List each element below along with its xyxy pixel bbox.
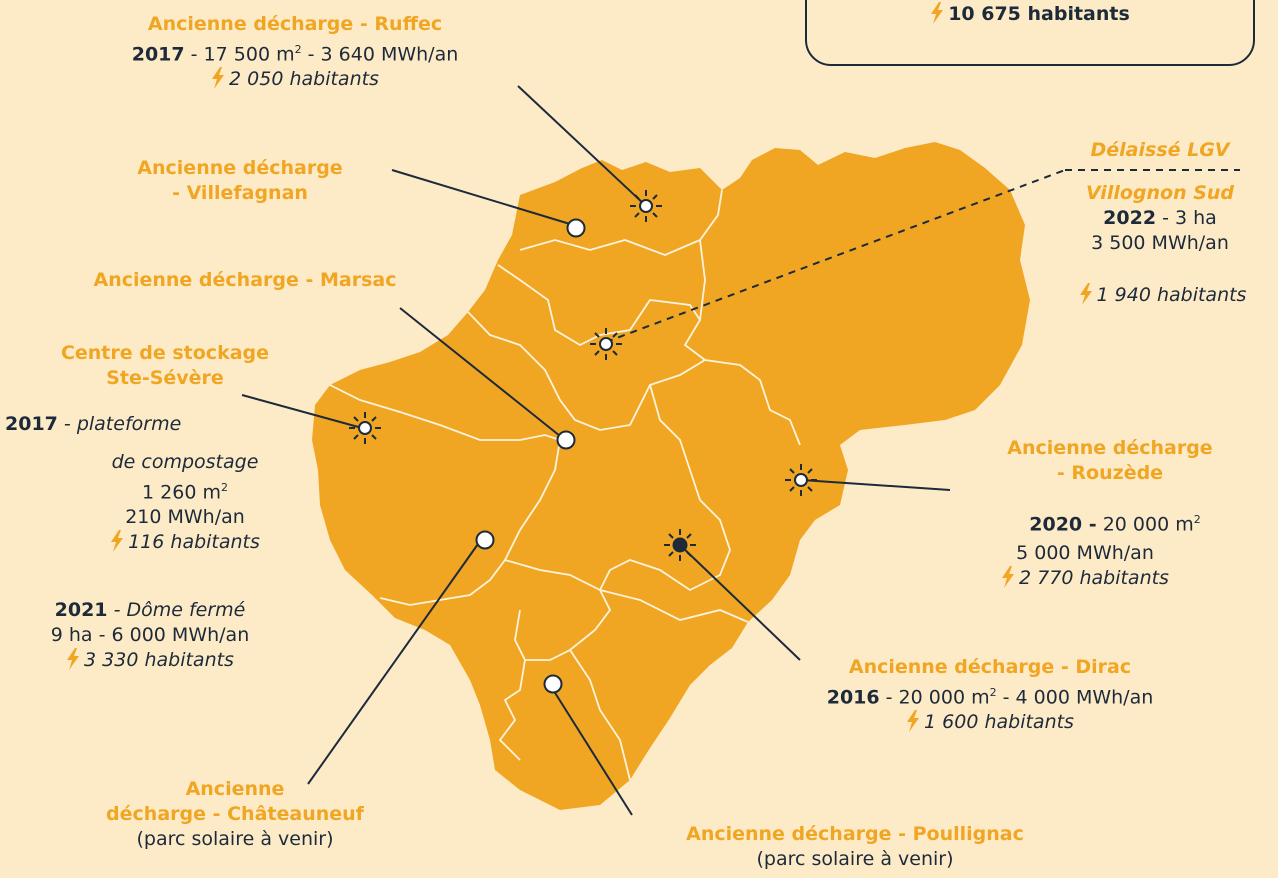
ruffec-habitants: 2 050 habitants (70, 67, 520, 92)
site-villefagnan: Ancienne décharge - Villefagnan (95, 156, 385, 206)
ruffec-energy: - 3 640 MWh/an (301, 43, 459, 66)
rouzede-sun-icon[interactable] (785, 464, 817, 496)
lgv-habitants: 1 940 habitants (1050, 283, 1275, 308)
rouzede-year: 2020 - (1029, 513, 1097, 536)
site-rouzede-details: 2020 - 20 000 m2 (985, 507, 1245, 537)
dirac-habitants: 1 600 habitants (760, 710, 1220, 735)
site-rouzede-title: Ancienne décharge - Rouzède (975, 436, 1245, 486)
chateauneuf-note: (parc solaire à venir) (136, 828, 334, 850)
dirac-area: - 20 000 m (879, 686, 990, 709)
lightning-icon (1079, 283, 1092, 305)
site-lgv-details: Villognon Sud 2022 - 3 ha 3 500 MWh/an (1055, 181, 1265, 256)
site-poullignac: Ancienne décharge - Poullignac (parc sol… (620, 822, 1090, 872)
chateauneuf-marker[interactable] (475, 530, 495, 550)
ste-severe-title-1: Centre de stockage (60, 342, 270, 364)
poullignac-title: Ancienne décharge - Poullignac (686, 823, 1024, 845)
ste-severe-area: 1 260 m2 (50, 475, 320, 505)
site-rouzede-details-b: 5 000 MWh/an 2 770 habitants (960, 541, 1210, 591)
site-ste-severe-title: Centre de stockage Ste-Sévère (20, 341, 310, 391)
site-chateauneuf: Ancienne décharge - Châteauneuf (parc so… (50, 777, 420, 852)
rouzede-energy: 5 000 MWh/an (1016, 542, 1154, 564)
rouzede-title-1: Ancienne décharge (1007, 437, 1213, 459)
lgv-area: - 3 ha (1156, 207, 1217, 229)
lightning-icon (907, 710, 920, 733)
site-lgv: Délaissé LGV (1060, 138, 1260, 163)
ruffec-habitants-text: 2 050 habitants (229, 68, 379, 91)
ste-severe-sun-icon[interactable] (349, 412, 381, 444)
rouzede-sup: 2 (1193, 513, 1201, 526)
ste-severe-energy: 210 MWh/an (125, 506, 245, 529)
ste-severe-desc-1a: - plateforme (57, 413, 182, 435)
ste-severe-sup: 2 (220, 481, 228, 494)
summary-value: 10 675 habitants (807, 2, 1253, 25)
site-lgv-habitants: 1 940 habitants (1050, 283, 1275, 308)
lgv-line-year: 2022 - 3 ha (1055, 206, 1265, 231)
ste-severe-line-1: 2017 - plateforme (5, 412, 275, 437)
ste-severe-area-text: 1 260 m (142, 481, 221, 504)
lgv-habitants-text: 1 940 habitants (1096, 284, 1247, 306)
rouzede-area: 20 000 m (1096, 513, 1194, 536)
ste-severe-habitants-2: 3 330 habitants (10, 648, 290, 673)
dirac-year: 2016 (826, 686, 880, 709)
ste-severe-title-2: Ste-Sévère (106, 367, 224, 389)
marsac-marker[interactable] (556, 430, 576, 450)
site-ste-severe-2021: 2021 - Dôme fermé 9 ha - 6 000 MWh/an 3 … (10, 598, 290, 673)
ruffec-details: 2017 - 17 500 m2 - 3 640 MWh/an (70, 37, 520, 67)
department-map (312, 142, 1030, 810)
chateauneuf-title-1: Ancienne (185, 778, 285, 800)
lgv-energy: 3 500 MWh/an (1091, 232, 1229, 254)
site-ste-severe-2017-b: de compostage 1 260 m2 210 MWh/an 116 ha… (50, 450, 320, 555)
lgv-title-2: Villognon Sud (1085, 182, 1235, 204)
villefagnan-marker[interactable] (566, 218, 586, 238)
ste-severe-detail-2: 9 ha - 6 000 MWh/an (50, 624, 250, 646)
lightning-icon (212, 67, 225, 90)
ruffec-year: 2017 (131, 43, 185, 66)
ruffec-sun-icon[interactable] (630, 190, 662, 222)
site-dirac: Ancienne décharge - Dirac 2016 - 20 000 … (760, 655, 1220, 735)
rouzede-habitants: 2 770 habitants (960, 566, 1210, 591)
ste-severe-habitants-1: 116 habitants (50, 530, 320, 555)
dirac-title: Ancienne décharge - Dirac (848, 656, 1132, 678)
ste-severe-habitants-1-text: 116 habitants (128, 531, 260, 554)
ruffec-title: Ancienne décharge - Ruffec (147, 13, 443, 35)
poullignac-note: (parc solaire à venir) (756, 848, 954, 870)
commune-boundaries (329, 189, 801, 781)
dirac-energy: - 4 000 MWh/an (996, 686, 1154, 709)
lightning-icon (931, 2, 944, 24)
ste-severe-desc-2: - Dôme fermé (107, 599, 246, 621)
summary-box: 10 675 habitants (805, 0, 1255, 66)
ruffec-sup: 2 (294, 43, 302, 56)
lgv-sun-icon[interactable] (590, 328, 622, 360)
ste-severe-desc-1b-text: de compostage (111, 451, 259, 473)
dirac-details: 2016 - 20 000 m2 - 4 000 MWh/an (760, 680, 1220, 710)
lightning-icon (111, 530, 124, 553)
ste-severe-habitants-2-text: 3 330 habitants (84, 649, 234, 671)
ste-severe-year-1: 2017 (5, 413, 58, 435)
ste-severe-year-2: 2021 (54, 599, 108, 621)
ste-severe-desc-1b: de compostage (50, 450, 320, 475)
leader-lines (241, 85, 1240, 816)
rouzede-habitants-text: 2 770 habitants (1019, 567, 1169, 589)
summary-text: 10 675 habitants (948, 3, 1130, 25)
rouzede-line-1: 2020 - 20 000 m2 (985, 507, 1245, 537)
dirac-sun-dark-icon[interactable] (664, 529, 696, 561)
marsac-title: Ancienne décharge - Marsac (93, 269, 397, 291)
lgv-year: 2022 (1103, 207, 1157, 229)
poullignac-marker[interactable] (543, 674, 563, 694)
lgv-title-1: Délaissé LGV (1090, 139, 1230, 161)
villefagnan-title-2: - Villefagnan (172, 182, 308, 204)
ste-severe-line-2021: 2021 - Dôme fermé (10, 598, 290, 623)
dirac-habitants-text: 1 600 habitants (924, 711, 1074, 734)
site-ruffec: Ancienne décharge - Ruffec 2017 - 17 500… (70, 12, 520, 92)
lightning-icon (1002, 566, 1015, 588)
site-ste-severe-2017: 2017 - plateforme (5, 412, 275, 437)
site-marsac: Ancienne décharge - Marsac (30, 268, 460, 293)
rouzede-title-2: - Rouzède (1056, 462, 1164, 484)
chateauneuf-title-2: décharge - Châteauneuf (106, 803, 364, 825)
ruffec-area: - 17 500 m (184, 43, 295, 66)
lightning-icon (67, 648, 80, 670)
villefagnan-title-1: Ancienne décharge (137, 157, 343, 179)
dirac-sup: 2 (989, 686, 997, 699)
